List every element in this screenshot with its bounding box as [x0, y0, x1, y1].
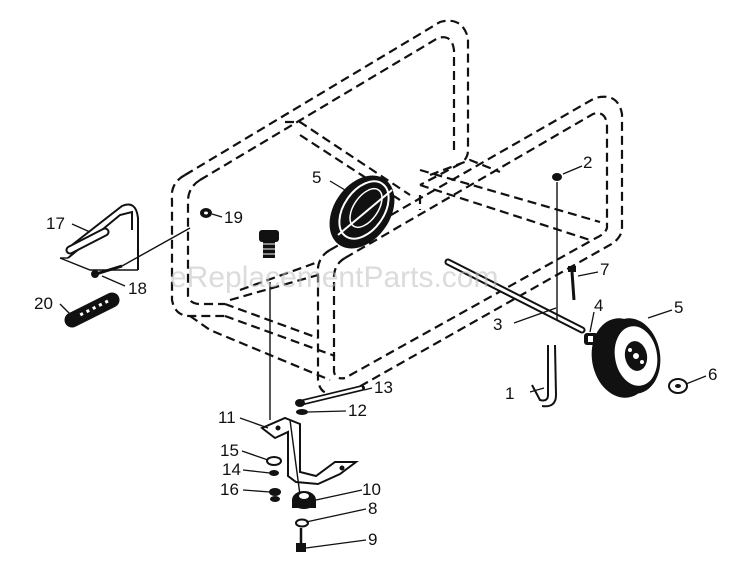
label-14: 14 [222, 460, 241, 479]
nut-2 [552, 173, 562, 320]
handle [59, 203, 139, 271]
label-19: 19 [224, 208, 243, 227]
label-8: 8 [368, 499, 377, 518]
bolt-13 [295, 385, 365, 407]
nut-19 [200, 208, 212, 218]
label-20: 20 [34, 294, 53, 313]
vibration-mount [292, 491, 316, 509]
label-1: 1 [505, 384, 514, 403]
label-4: 4 [594, 296, 603, 315]
label-5-rear: 5 [312, 168, 321, 187]
label-13: 13 [374, 378, 393, 397]
washer-15 [266, 456, 282, 466]
washer-14 [269, 470, 279, 476]
label-2: 2 [583, 153, 592, 172]
watermark: eReplacementParts.com [170, 261, 498, 294]
label-5-front: 5 [674, 298, 683, 317]
u-bolt [531, 344, 558, 408]
bolt-9 [296, 528, 306, 552]
label-7: 7 [600, 260, 609, 279]
label-15: 15 [220, 441, 239, 460]
axle [444, 258, 586, 334]
wheel-rear [329, 175, 395, 249]
label-6: 6 [708, 365, 717, 384]
hub-spacer [584, 333, 598, 345]
leader-lines [59, 165, 707, 549]
washer-12 [296, 409, 308, 415]
bracket [260, 416, 359, 486]
nut-16 [269, 488, 281, 502]
frame-outline [170, 19, 624, 396]
drain-plug [259, 230, 279, 258]
bolt-18 [91, 227, 191, 278]
label-16: 16 [220, 480, 239, 499]
label-11: 11 [218, 408, 236, 427]
label-18: 18 [128, 279, 147, 298]
label-10: 10 [362, 480, 381, 499]
washer-8 [295, 518, 309, 528]
label-3: 3 [493, 315, 502, 334]
washer-6 [668, 378, 688, 394]
grip [64, 292, 120, 328]
label-9: 9 [368, 530, 377, 549]
label-12: 12 [348, 401, 367, 420]
part-labels: 1 2 3 4 5 5 6 7 8 9 10 11 12 13 14 15 16… [34, 153, 717, 549]
wheel-front [591, 318, 661, 398]
label-17: 17 [46, 214, 65, 233]
screw-7 [568, 266, 576, 301]
